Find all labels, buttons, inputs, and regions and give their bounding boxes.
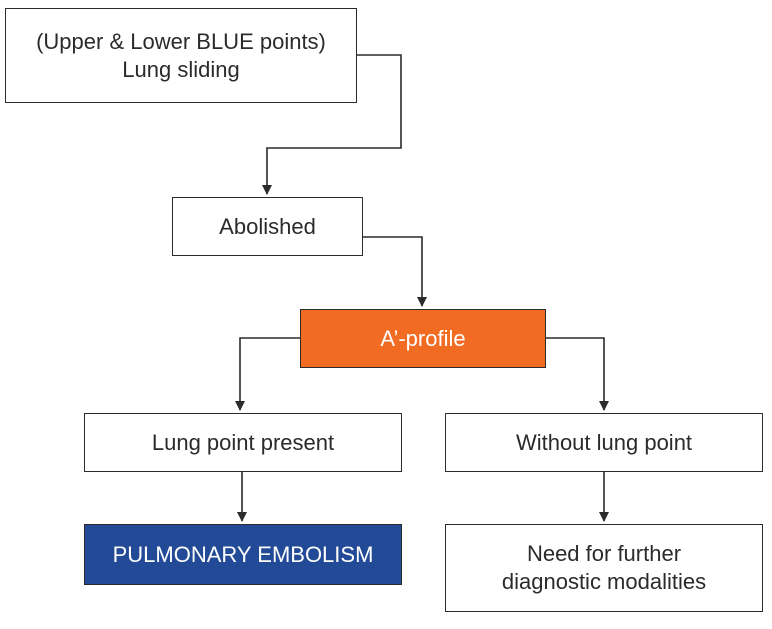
node-abolished: Abolished bbox=[172, 197, 363, 256]
node-without-lung-point-label: Without lung point bbox=[515, 429, 693, 455]
connector-a-profile-to-no-lung-point bbox=[546, 337, 609, 411]
node-without-lung-point: Without lung point bbox=[445, 413, 763, 472]
node-a-profile-label: A’-profile bbox=[380, 325, 466, 351]
node-lung-point-present-label: Lung point present bbox=[151, 429, 335, 455]
node-lung-point-present: Lung point present bbox=[84, 413, 402, 472]
node-lung-sliding: (Upper & Lower BLUE points) Lung sliding bbox=[5, 8, 357, 103]
connector-start-to-abolished bbox=[262, 54, 402, 195]
node-further-diagnostics: Need for further diagnostic modalities bbox=[445, 524, 763, 612]
node-a-profile: A’-profile bbox=[300, 309, 546, 368]
node-lung-sliding-line2: Lung sliding bbox=[122, 56, 240, 82]
connector-abolished-to-a-profile bbox=[363, 236, 427, 307]
node-lung-sliding-line1: (Upper & Lower BLUE points) bbox=[36, 28, 326, 54]
node-abolished-label: Abolished bbox=[219, 213, 316, 239]
node-pulmonary-embolism-label: PULMONARY EMBOLISM bbox=[112, 541, 374, 567]
node-pulmonary-embolism: PULMONARY EMBOLISM bbox=[84, 524, 402, 585]
node-further-diagnostics-line1: Need for further bbox=[526, 541, 682, 566]
connector-a-profile-to-lung-point bbox=[235, 337, 300, 411]
node-further-diagnostics-line2: diagnostic modalities bbox=[501, 569, 707, 594]
